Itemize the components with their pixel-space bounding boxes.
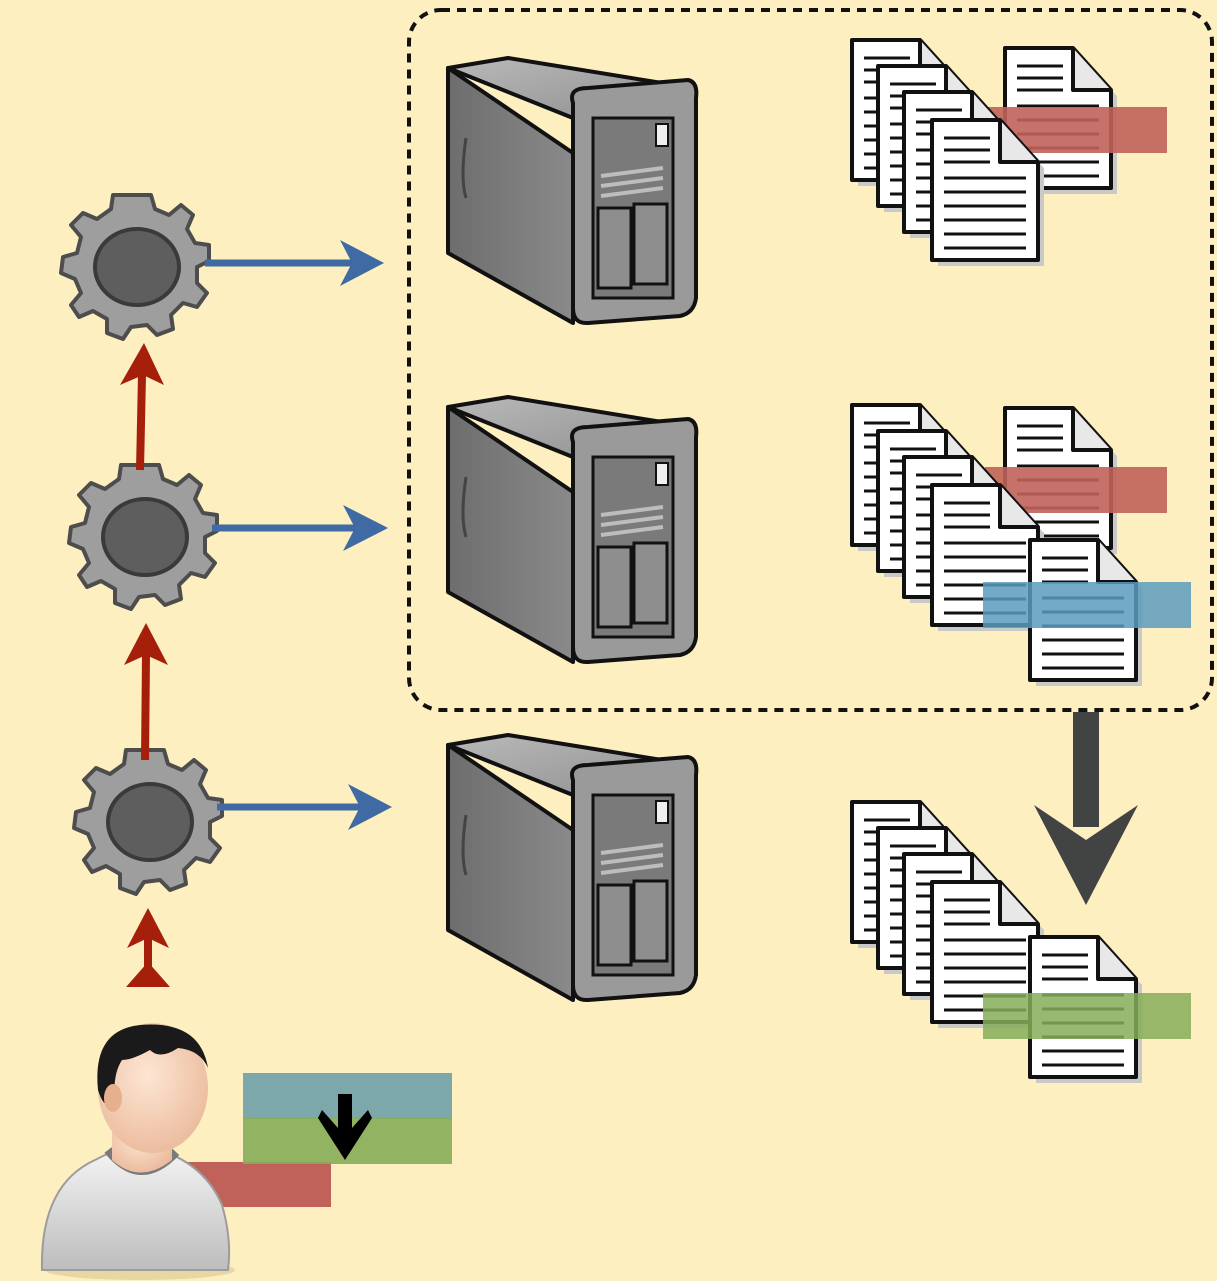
gear-icon: [67, 463, 219, 611]
document-group-3: [852, 802, 1191, 1085]
merge-arrow: [1034, 712, 1138, 905]
blue-arrow: [212, 505, 388, 551]
red-arrow: [126, 908, 170, 987]
blue-arrow: [217, 784, 392, 830]
highlight-blue: [983, 582, 1191, 628]
server-tower-icon: [446, 395, 699, 665]
red-arrow: [120, 343, 164, 471]
red-arrow: [124, 623, 168, 761]
gear-icon: [59, 193, 211, 341]
user-avatar-icon: [40, 1023, 235, 1280]
query-bars: [185, 1073, 452, 1207]
cluster-boundary: [407, 8, 1214, 712]
blue-arrow: [205, 240, 384, 286]
server-tower-icon: [446, 56, 699, 326]
document-group-1: [852, 40, 1167, 266]
down-arrow-icon: [318, 1094, 372, 1160]
document-group-2: [852, 405, 1191, 688]
gear-icon: [72, 748, 224, 896]
highlight-green: [983, 993, 1191, 1039]
server-tower-icon: [446, 733, 699, 1003]
